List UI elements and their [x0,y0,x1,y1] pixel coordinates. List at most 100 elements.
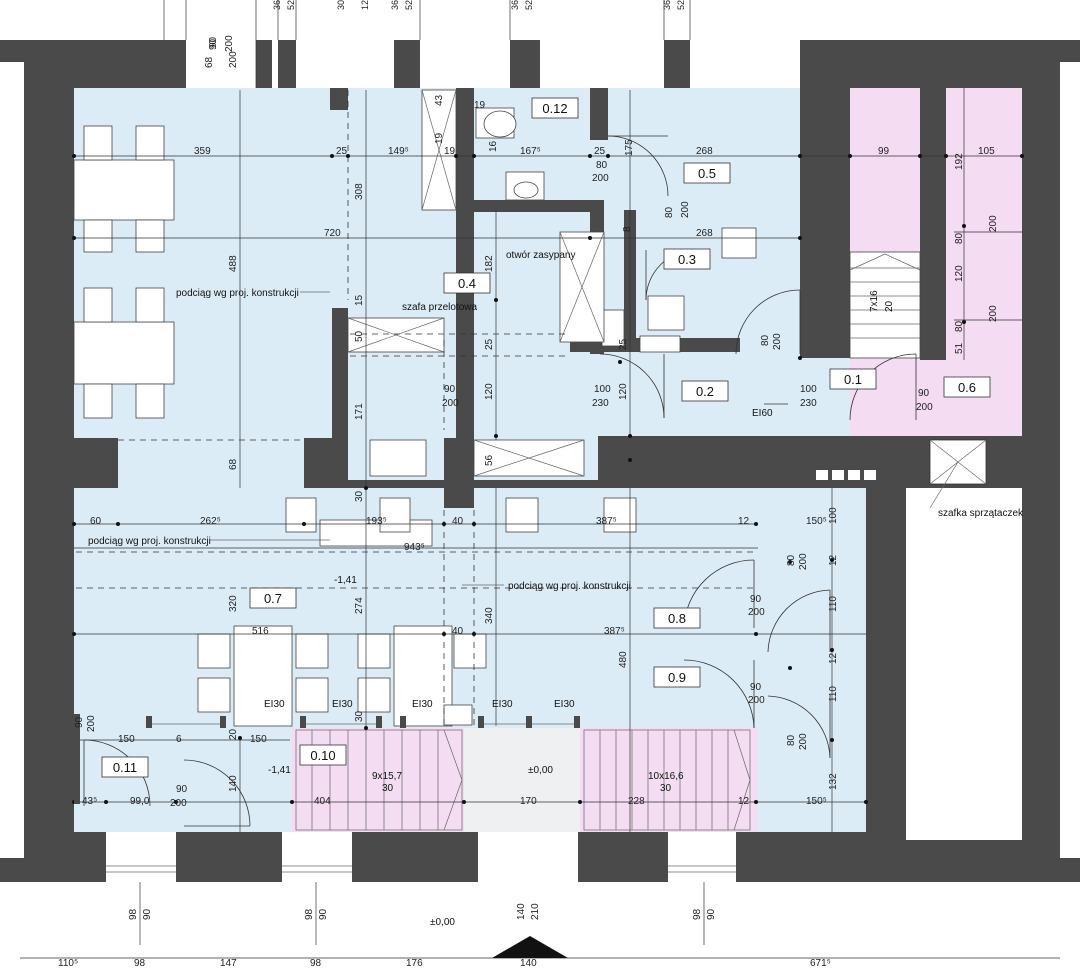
dim-340: 340 [484,607,495,624]
dim-193: 193⁵ [366,516,387,527]
dim-175: 175 [624,139,635,156]
dim-320: 320 [228,595,239,612]
room-label-012: 0.12 [542,101,567,116]
dim-15: 15 [354,294,365,306]
dim-720: 720 [324,228,341,239]
cleaning-closet [906,439,1022,840]
door-d1-width: 80 [596,160,608,171]
entry-dim-210: 210 [530,903,541,920]
room-label-04: 0.4 [458,276,476,291]
door-d4-width: 80 [760,334,771,346]
dim-480: 480 [618,651,629,668]
note-ei30-2: EI30 [332,699,353,710]
dim-30a: 30 [354,490,365,502]
door-d2-height: 200 [680,201,691,218]
annotations: podciąg wg proj. konstrukcji podciąg wg … [88,250,1024,928]
dim-68a: 68 [228,458,239,470]
beam-lines [76,90,756,726]
stairs-a-width: 20 [884,300,895,312]
note-szafka: szafka sprzątaczek [938,508,1024,519]
window-dim-90-1: 90 [142,908,153,920]
note-podciag-left: podciąg wg proj. konstrukcji [88,536,211,547]
dim-359: 359 [194,146,211,157]
door-d1-height: 200 [592,173,609,184]
level-1: -1,41 [334,575,357,586]
dim-90-left: 90 [208,38,219,50]
dim-150b: 150⁵ [806,796,827,807]
bottom-dim-110: 110⁵ [58,958,78,969]
note-szafa: szafa przelotowa [402,302,477,313]
door-d13-width: 90 [74,716,85,728]
stairs-a-count: 7x16 [869,290,880,312]
dim-51: 51 [954,342,965,354]
dim-268b: 268 [696,228,713,239]
dim-516: 516 [252,626,269,637]
door-d7-width: 90 [444,384,456,395]
room-label-09: 0.9 [668,670,686,685]
dim-192: 192 [954,153,965,170]
dim-105: 105 [978,146,995,157]
dim-56: 56 [484,454,495,466]
door-d9-width: 90 [750,594,762,605]
dim-12c: 12 [828,554,839,566]
dim-308: 308 [354,183,365,200]
door-d13-height: 200 [86,715,97,732]
room-label-06: 0.6 [958,380,976,395]
door-d11-width: 80 [786,734,797,746]
door-d15-width: 80 [954,320,965,332]
dim-150c: 150 [118,734,135,745]
dim-99: 99 [878,146,890,157]
dim-262: 262⁵ [200,516,221,527]
stairs-c-count: 10x16,6 [648,771,684,782]
dim-120b: 120 [618,383,629,400]
dim-top-36d: 36 [662,0,672,10]
dim-99-0: 99,0 [130,796,150,807]
room-label-011: 0.11 [113,760,137,775]
dim-top-52d: 52 [676,0,686,10]
dim-8: 8 [622,226,633,232]
bottom-dim-98b: 98 [310,958,322,969]
door-d15-height: 200 [988,305,999,322]
bottom-dim-176: 176 [406,958,423,969]
entry-dim-140: 140 [516,903,527,920]
door-d12-height: 200 [748,695,765,706]
dim-387b: 387⁵ [604,626,625,637]
dim-top-36c: 36 [510,0,520,10]
dim-top-12: 12 [360,0,370,10]
dim-top-30: 30 [336,0,346,10]
door-d16-height: 200 [228,51,239,68]
dim-19a: 19 [444,146,456,157]
dim-12a: 12 [738,516,750,527]
room-label-010: 0.10 [310,748,335,763]
note-ei30-5: EI30 [554,699,575,710]
bottom-openings [106,832,736,882]
door-d12-width: 90 [750,682,762,693]
dim-943: 943⁵ [404,542,425,553]
window-dim-98-3: 98 [692,908,703,920]
bottom-dim-98a: 98 [134,958,146,969]
door-d6-width: 90 [918,388,930,399]
dim-25d: 25 [618,338,629,350]
door-d8-height: 200 [170,798,187,809]
dim-40a: 40 [452,516,464,527]
dimension-dots [72,154,1024,804]
dimension-lines [20,0,1060,959]
dim-120c: 120 [954,265,965,282]
room-label-02: 0.2 [696,384,714,399]
door-d4-height: 200 [772,333,783,350]
note-ei30-4: EI30 [492,699,513,710]
stairs [295,251,921,831]
note-podciag-upper: podciąg wg proj. konstrukcji [176,288,299,299]
dim-43: 43 [434,94,445,106]
door-d8-width: 90 [176,784,188,795]
dim-110a: 110 [828,596,839,612]
door-d14-height: 200 [988,215,999,232]
bottom-dim-671: 671⁵ [810,958,831,969]
dim-12d: 12 [738,796,750,807]
room-label-03: 0.3 [678,252,696,267]
dim-25c: 25 [484,338,495,350]
dim-167: 167⁵ [520,146,541,157]
dimension-labels: 359 25 149⁵ 19 167⁵ 25 268 99 105 720 26… [82,0,995,807]
dim-6: 6 [176,734,182,745]
